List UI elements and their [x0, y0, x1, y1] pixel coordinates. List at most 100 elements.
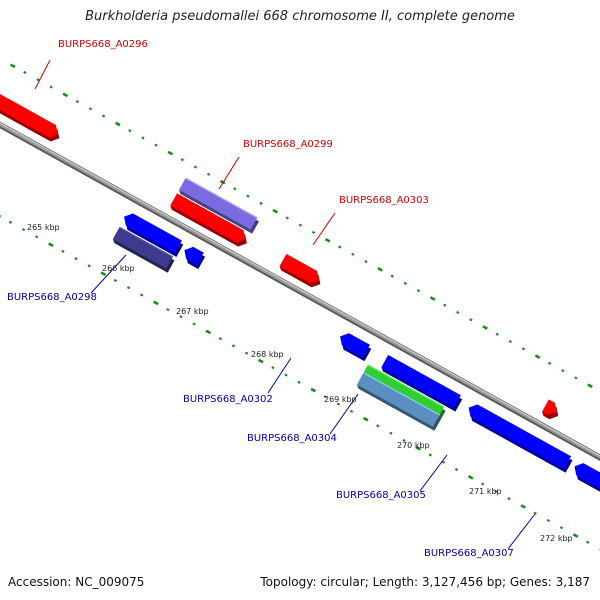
tick-mark — [246, 194, 250, 198]
tick-mark — [482, 325, 488, 330]
tick-mark — [534, 354, 541, 360]
kbp-label: 268 kbp — [251, 350, 284, 359]
kbp-label: 265 kbp — [27, 223, 60, 232]
tick-mark — [521, 347, 526, 351]
tick-mark — [35, 235, 39, 239]
tick-marks — [0, 63, 600, 551]
tick-mark — [192, 322, 196, 326]
kbp-label: 267 kbp — [176, 307, 209, 316]
label-connector — [507, 513, 536, 550]
tick-mark — [428, 453, 432, 457]
tick-mark — [507, 497, 511, 501]
tick-mark — [546, 518, 551, 523]
tick-mark — [364, 259, 368, 264]
gene-feature-forward — [178, 177, 259, 234]
gene-label[interactable]: BURPS668_A0304 — [247, 433, 337, 444]
tick-mark — [481, 482, 485, 486]
gene-label[interactable]: BURPS668_A0298 — [7, 292, 97, 303]
tick-mark — [349, 409, 354, 413]
tick-mark — [574, 376, 578, 380]
tick-mark — [101, 114, 106, 118]
tick-mark — [559, 526, 564, 530]
tick-mark — [23, 70, 27, 75]
tick-mark — [126, 286, 131, 290]
tick-mark — [87, 264, 91, 268]
gene-feature-forward — [541, 399, 559, 420]
tick-mark — [36, 78, 40, 82]
tick-mark — [508, 339, 512, 344]
tick-mark — [21, 227, 26, 232]
tick-mark — [113, 278, 118, 283]
tick-mark — [128, 129, 132, 133]
tick-mark — [443, 303, 447, 307]
tick-mark — [141, 136, 145, 140]
tick-mark — [154, 143, 158, 147]
tick-mark — [74, 257, 78, 261]
kbp-label: 269 kbp — [324, 395, 357, 404]
gene-labels: BURPS668_A0296BURPS668_A0299BURPS668_A03… — [7, 39, 514, 559]
tick-mark — [139, 293, 144, 297]
tick-mark — [206, 172, 211, 176]
tick-mark — [233, 187, 237, 191]
tick-mark — [494, 489, 498, 493]
gene-feature-reverse — [356, 372, 442, 431]
tick-mark — [49, 85, 53, 89]
label-connector — [218, 156, 240, 190]
backbone-line — [0, 122, 600, 459]
gene-label[interactable]: BURPS668_A0296 — [58, 39, 148, 50]
tick-mark — [362, 416, 369, 422]
tick-mark — [587, 383, 593, 389]
tick-mark — [469, 318, 473, 322]
gene-label[interactable]: BURPS668_A0307 — [424, 548, 514, 559]
tick-mark — [429, 296, 436, 301]
tick-mark — [336, 402, 341, 406]
tick-mark — [153, 300, 159, 306]
label-connector — [34, 59, 51, 90]
gene-feature-reverse — [184, 246, 206, 269]
label-connector — [267, 357, 292, 394]
tick-mark — [62, 92, 69, 98]
tick-mark — [193, 165, 198, 169]
tick-mark — [586, 540, 590, 544]
tick-mark — [311, 230, 316, 235]
tick-mark — [100, 271, 107, 277]
tick-mark — [167, 150, 174, 156]
tick-mark — [416, 289, 421, 293]
tick-mark — [271, 366, 275, 370]
label-connector — [419, 454, 448, 492]
tick-mark — [218, 337, 223, 341]
kbp-label: 271 kbp — [469, 487, 502, 496]
gene-feature-reverse — [124, 213, 184, 257]
tick-mark — [338, 245, 342, 249]
tick-mark — [454, 467, 459, 472]
tick-mark — [88, 107, 93, 111]
gene-label[interactable]: BURPS668_A0303 — [339, 195, 429, 206]
map-title: Burkholderia pseudomallei 668 chromosome… — [85, 9, 515, 24]
label-connector — [329, 393, 359, 435]
tick-mark — [520, 504, 526, 509]
tick-mark — [467, 475, 474, 480]
tick-mark — [285, 216, 289, 220]
gene-feature-reverse — [468, 404, 573, 473]
gene-feature-forward — [170, 193, 247, 247]
gene-label[interactable]: BURPS668_A0299 — [243, 139, 333, 150]
tick-mark — [9, 63, 16, 69]
label-connector — [90, 254, 127, 294]
tick-mark — [495, 332, 499, 336]
tick-mark — [48, 242, 54, 248]
tick-mark — [402, 438, 406, 443]
backbone-highlight — [0, 122, 600, 457]
gene-label[interactable]: BURPS668_A0302 — [183, 394, 273, 405]
tick-mark — [179, 315, 183, 319]
label-connector — [312, 212, 336, 246]
tick-mark — [547, 361, 552, 365]
tick-mark — [377, 267, 383, 272]
gene-label[interactable]: BURPS668_A0305 — [336, 490, 426, 501]
tick-mark — [572, 533, 579, 538]
tick-mark — [75, 99, 80, 104]
tick-mark — [8, 220, 13, 224]
tick-mark — [389, 431, 393, 435]
tick-mark — [456, 310, 460, 315]
tick-mark — [351, 252, 355, 256]
